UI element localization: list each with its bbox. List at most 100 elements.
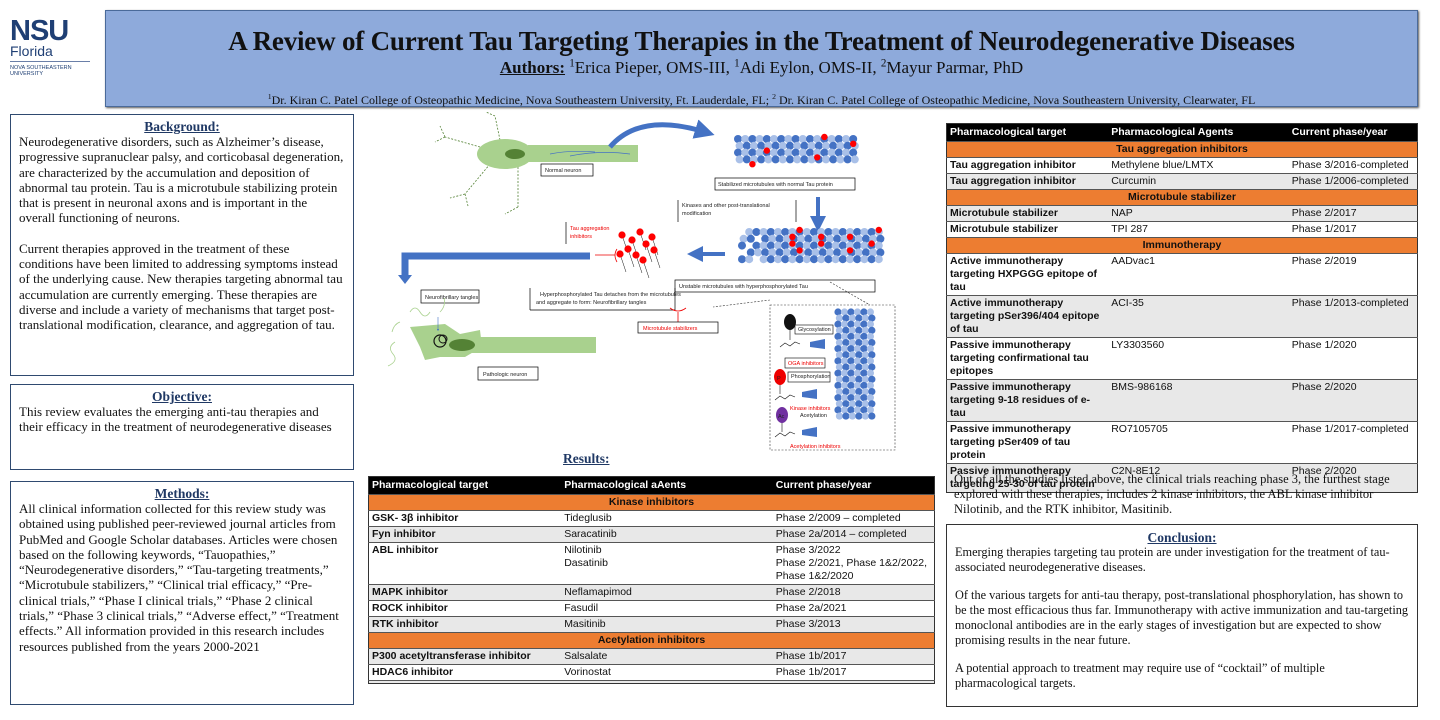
tubulin-subunit	[824, 228, 833, 236]
tubulin-subunit	[764, 155, 773, 164]
tubulin-subunit	[824, 241, 833, 250]
tubulin-subunit	[847, 308, 855, 316]
tubulin-subunit	[745, 255, 754, 264]
tubulin-subunit	[860, 406, 868, 414]
tau-phospho-marker	[814, 154, 821, 161]
tubulin-subunit	[826, 234, 834, 243]
inset-ptm-detail: Glycosylation OGA inhibitors P Phosphory…	[712, 281, 896, 451]
target-cell: HDAC6 inhibitor	[368, 664, 562, 681]
target-cell: GSK- 3β inhibitor	[368, 510, 562, 527]
tubulin-subunit	[846, 228, 854, 236]
tau-phospho-marker	[624, 245, 632, 253]
tubulin-subunit	[807, 155, 816, 164]
stabilized-label: Stabilized microtubules with normal Tau …	[718, 182, 833, 188]
tubulin-subunit	[847, 381, 855, 390]
tubulin-subunit	[869, 248, 878, 257]
phase-cell: Phase 1/2020	[1288, 337, 1418, 380]
table-header-row: Pharmacological target Pharmacological A…	[946, 123, 1418, 142]
tubulin-subunit	[788, 255, 797, 264]
tubulin-subunit	[835, 351, 844, 359]
tubulin-subunit	[860, 357, 868, 365]
agent-cell: NAP	[1108, 205, 1289, 222]
tubulin-subunit	[778, 155, 787, 164]
tubulin-subunit	[848, 412, 856, 420]
tubulin-subunit	[746, 234, 755, 243]
tubulin-subunit	[831, 241, 840, 250]
target-cell: MAPK inhibitor	[368, 584, 562, 601]
tubulin-subunit	[742, 155, 751, 164]
results-summary: Out of all the studies listed above, the…	[954, 472, 1390, 516]
tubulin-subunit	[788, 228, 797, 236]
table-row: Passive immunotherapy targeting 25-30 of…	[946, 463, 1418, 493]
tau-phospho-marker	[868, 240, 875, 247]
agent-cell: RO7105705	[1108, 421, 1289, 464]
tubulin-subunit	[848, 351, 856, 359]
tubulin-subunit	[861, 400, 869, 408]
target-cell: Active immunotherapy targeting pSer396/4…	[946, 295, 1109, 338]
tubulin-subunit	[770, 135, 778, 143]
tubulin-subunit	[791, 148, 800, 157]
tubulin-subunit	[855, 314, 863, 322]
target-cell: P300 acetyltransferase inhibitor	[368, 648, 562, 665]
agent-cell: TPI 287	[1108, 221, 1289, 238]
tubulin-subunit	[861, 351, 869, 359]
tubulin-subunit	[860, 369, 868, 377]
objective-heading: Objective:	[152, 389, 212, 404]
tubulin-subunit	[738, 255, 746, 264]
tubulin-subunit	[847, 357, 855, 365]
tau-phospho-marker	[763, 147, 770, 154]
tubulin-subunit	[735, 141, 744, 150]
tubulin-subunit	[804, 234, 813, 243]
tubulin-subunit	[782, 234, 791, 243]
tubulin-subunit	[831, 255, 840, 264]
agent-cell: Vorinostat	[561, 664, 773, 681]
tubulin-subunit	[842, 314, 850, 322]
tubulin-subunit	[860, 255, 869, 264]
tubulin-subunit	[855, 326, 863, 334]
tubulin-subunit	[761, 234, 770, 243]
label-box	[637, 321, 719, 334]
affiliation: Dr. Kiran C. Patel College of Osteopathi…	[775, 93, 1256, 107]
tubulin-subunit	[847, 345, 855, 353]
tubulin-subunit	[855, 339, 863, 347]
tubulin-subunit	[752, 241, 761, 250]
column-header: Pharmacological target	[946, 123, 1109, 142]
phosphorylation-label: Phosphorylation	[791, 374, 830, 380]
tubulin-subunit	[848, 339, 856, 347]
tau-phospho-marker	[789, 240, 796, 247]
phase-cell: Phase 3/2022 Phase 2/2021, Phase 1&2/202…	[772, 542, 935, 585]
pathologic-neuron-illustration	[387, 297, 596, 367]
tubulin-subunit	[782, 248, 791, 257]
tubulin-subunit	[741, 135, 750, 143]
tubulin-subunit	[866, 357, 874, 365]
logo-florida: Florida	[10, 44, 90, 62]
phase-cell: Phase 2/2020	[1288, 463, 1418, 493]
acetylation-inhibitors-label: Acetylation inhibitors	[790, 444, 841, 450]
tubulin-subunit	[847, 332, 855, 341]
agent-cell: Salsalate	[561, 648, 773, 665]
agent-cell	[561, 680, 773, 684]
tubulin-subunit	[822, 155, 830, 164]
tubulin-subunit	[824, 255, 833, 264]
tubulin-subunit	[842, 412, 850, 420]
agent-cell: Tideglusib	[561, 510, 773, 527]
conclusion-heading: Conclusion:	[1147, 530, 1217, 545]
target-cell: Microtubule stabilizer	[946, 221, 1109, 238]
tubulin-subunit	[855, 363, 863, 371]
target-cell: Passive immunotherapy targeting 25-30 of…	[946, 463, 1109, 493]
tubulin-subunit	[835, 314, 844, 322]
phase-cell: Phase 1/2017	[1288, 221, 1418, 238]
phase-cell: Phase 2/2009 – completed	[772, 510, 935, 527]
tubulin-subunit	[810, 241, 818, 250]
tubulin-subunit	[866, 308, 874, 316]
target-cell: Fyn inhibitor	[368, 526, 562, 543]
tubulin-subunit	[757, 155, 766, 164]
tubulin-subunit	[738, 241, 746, 250]
nft-label: Neurofibrillary tangles	[425, 295, 478, 301]
tau-phospho-marker	[846, 247, 854, 254]
agent-cell: Methylene blue/LMTX	[1108, 157, 1289, 174]
